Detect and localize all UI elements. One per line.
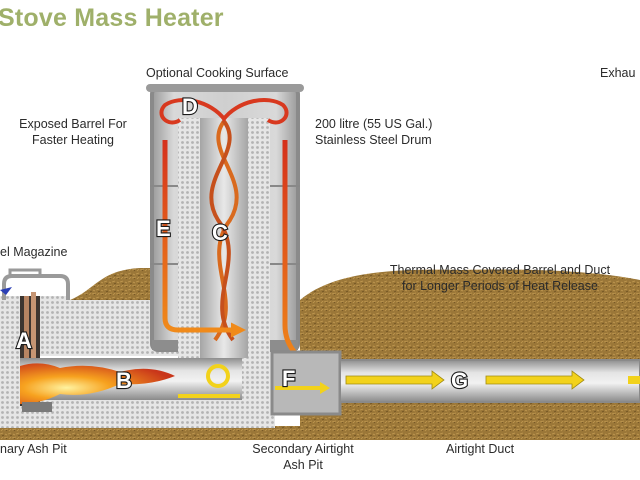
label-thermal-mass-line2: for Longer Periods of Heat Release	[402, 279, 598, 293]
marker-g: G	[451, 368, 468, 393]
ash-pit-primary	[22, 402, 52, 412]
fuel-magazine-lid	[2, 274, 70, 300]
label-drum: 200 litre (55 US Gal.) Stainless Steel D…	[315, 116, 432, 148]
label-exhaust: Exhau	[600, 66, 636, 80]
label-secondary-ash-pit-line2: Ash Pit	[283, 458, 323, 472]
label-drum-line2: Stainless Steel Drum	[315, 133, 432, 147]
fuel-magazine-handle	[8, 268, 42, 276]
earth-right-mound	[300, 269, 640, 440]
label-drum-line1: 200 litre (55 US Gal.)	[315, 117, 433, 131]
insulation-feed	[40, 296, 68, 356]
marker-b: B	[116, 368, 132, 393]
label-exposed-barrel: Exposed Barrel For Faster Heating	[12, 116, 134, 148]
downdraft-left	[162, 140, 246, 338]
label-airtight-duct: Airtight Duct	[446, 442, 515, 456]
label-primary-ash-pit: nary Ash Pit	[0, 442, 67, 456]
label-secondary-ash-pit-line1: Secondary Airtight	[252, 442, 354, 456]
duct-flow-arrows	[345, 370, 640, 390]
marker-a: A	[16, 328, 32, 353]
marker-c: C	[212, 220, 228, 245]
marker-e: E	[156, 216, 171, 241]
label-exposed-barrel-line1: Exposed Barrel For	[19, 117, 127, 131]
label-secondary-ash-pit: Secondary Airtight Ash Pit	[238, 441, 368, 473]
riser-insulation-left	[178, 118, 200, 358]
earth-mound	[70, 268, 150, 300]
label-thermal-mass-line1: Thermal Mass Covered Barrel and Duct	[389, 263, 611, 277]
marker-f: F	[282, 366, 295, 391]
label-fuel-magazine: el Magazine	[0, 245, 68, 259]
flame	[20, 363, 175, 404]
label-exposed-barrel-line2: Faster Heating	[32, 133, 114, 147]
riser-insulation-right	[248, 118, 270, 358]
manifold	[270, 350, 342, 416]
ash-pit-swirl	[206, 364, 230, 388]
air-inlet-arrow	[0, 287, 12, 295]
diagram-title: Stove Mass Heater	[0, 4, 224, 32]
label-cooking-surface: Optional Cooking Surface	[146, 66, 289, 80]
marker-d: D	[182, 94, 198, 119]
insulation-left	[0, 296, 20, 428]
label-thermal-mass: Thermal Mass Covered Barrel and Duct for…	[370, 262, 630, 294]
cooking-surface	[146, 84, 304, 92]
